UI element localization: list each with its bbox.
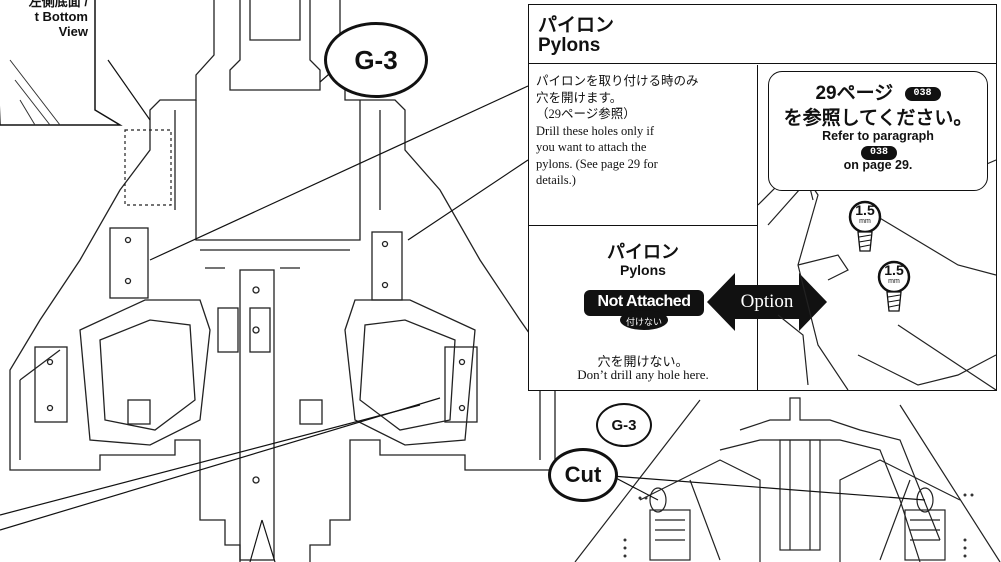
option-detail-cell: 1.5 mm 1.5 mm 29ページ 038 を参照してください。 Refer… [758,65,996,390]
not-attached-badge-jp: 付けない [625,317,662,327]
callout-line-jp: 左側底面 / [28,0,88,9]
not-attached-note-en: Don’t drill any hole here. [577,367,709,382]
drill-jp-3: （29ページ参照） [536,107,636,121]
panel-header: パイロン Pylons [529,5,996,64]
reference-line-2: を参照してください。 [783,108,973,129]
reference-line-1: 29ページ 038 [769,78,987,105]
drill-en-3: pylons. (See page 29 for [536,156,658,171]
reference-line-4: on page 29. [843,158,913,172]
not-attached-note-jp: 穴を開けない。 [597,354,689,369]
not-attached-badge: Not Attached 付けない [582,288,706,330]
page-reference-box: 29ページ 038 を参照してください。 Refer to paragraph … [768,71,988,191]
reference-page-jp: 29ページ [815,83,894,104]
pylons-panel: パイロン Pylons パイロンを取り付ける時のみ 穴を開けます。 （29ページ… [528,4,997,391]
paragraph-code-badge: 038 [904,86,941,101]
reference-line-3: Refer to paragraph [822,129,934,143]
screw-1-unit: mm [859,218,871,225]
screw-shapes [848,200,911,312]
callout-line-view: View [58,24,88,39]
drill-en-4: details.) [536,173,576,187]
drill-jp-1: パイロンを取り付ける時のみ [536,74,699,88]
option-double-arrow [707,273,827,331]
screw-2-size: 1.5 [884,262,904,278]
drill-instructions: パイロンを取り付ける時のみ 穴を開けます。 （29ページ参照） Drill th… [536,73,752,189]
panel-title-en: Pylons [538,35,601,56]
option-label: Option [740,291,794,312]
bottom-view-callout: 左側底面 / t Bottom View [0,0,88,39]
screw-2-unit: mm [888,278,900,285]
part-label-g3: G-3 [324,22,428,98]
drill-jp-2: 穴を開けます。 [536,90,623,105]
wing-detail-drawing [758,159,996,390]
drill-instructions-cell: パイロンを取り付ける時のみ 穴を開けます。 （29ページ参照） Drill th… [529,65,758,226]
part-label-g3-detail: G-3 [596,403,652,447]
not-attached-badge-en: Not Attached [597,293,691,310]
callout-line-en: t Bottom [34,9,88,24]
paragraph-code-badge-small: 038 [861,146,898,160]
cut-label: Cut [548,448,618,502]
screw-1-size: 1.5 [855,202,875,218]
not-attached-badge-shape [584,290,704,330]
panel-title-jp: パイロン [538,15,615,36]
drill-en-1: Drill these holes only if [536,123,655,138]
not-attached-title-jp: パイロン [607,242,679,262]
drill-en-2: you want to attach the [536,140,647,154]
not-attached-title-en: Pylons [620,262,666,278]
